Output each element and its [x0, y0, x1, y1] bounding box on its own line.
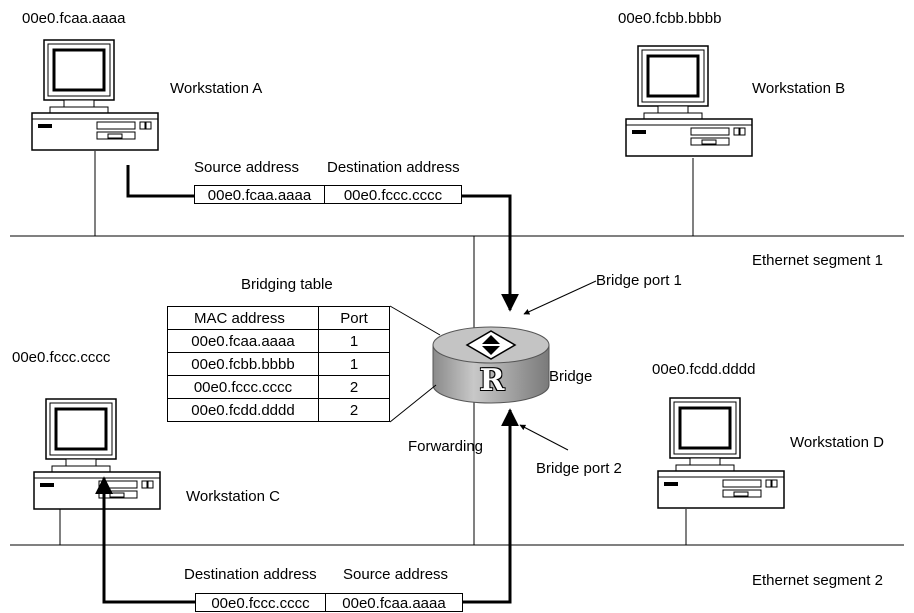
workstation-c-mac: 00e0.fccc.cccc [12, 349, 111, 366]
table-cell-port: 2 [318, 375, 390, 399]
table-row: 00e0.fcbb.bbbb 1 [167, 352, 390, 376]
frame-top-destination-header: Destination address [327, 159, 460, 176]
bridging-table: MAC address Port 00e0.fcaa.aaaa 1 00e0.f… [167, 306, 390, 422]
table-cell-mac: 00e0.fcaa.aaaa [167, 329, 319, 353]
frame-top-destination-value: 00e0.fccc.cccc [324, 185, 462, 204]
workstation-d-mac: 00e0.fcdd.dddd [652, 361, 756, 378]
bridge-label: Bridge [549, 368, 593, 385]
bridge-port-1-label: Bridge port 1 [596, 272, 682, 289]
workstation-c-computer [32, 397, 162, 511]
table-cell-mac: 00e0.fcdd.dddd [167, 398, 319, 422]
table-cell-mac: 00e0.fcbb.bbbb [167, 352, 319, 376]
workstation-d-label: Workstation D [790, 434, 884, 451]
table-row: 00e0.fcdd.dddd 2 [167, 398, 390, 422]
table-cell-port: 2 [318, 398, 390, 422]
ethernet-segment-1-label: Ethernet segment 1 [752, 252, 883, 269]
bridge-logo: R [479, 363, 505, 398]
bridging-table-header-mac: MAC address [167, 306, 319, 330]
table-callout-top [389, 305, 441, 336]
bridge-port-2-pointer [519, 424, 569, 451]
workstation-a-computer [30, 38, 160, 152]
table-row: 00e0.fccc.cccc 2 [167, 375, 390, 399]
frame-bottom-destination-header: Destination address [184, 566, 317, 583]
ethernet-segment-2-label: Ethernet segment 2 [752, 572, 883, 589]
bridge-port-1-pointer [523, 280, 597, 315]
frame-top-source-header: Source address [194, 159, 300, 176]
bridging-table-title: Bridging table [241, 276, 333, 293]
table-cell-mac: 00e0.fccc.cccc [167, 375, 319, 399]
workstation-b-mac: 00e0.fcbb.bbbb [618, 10, 722, 27]
bridging-table-header-row: MAC address Port [167, 306, 390, 330]
frame-bottom-source-value: 00e0.fcaa.aaaa [325, 593, 463, 612]
table-callout-bottom [389, 384, 437, 423]
table-cell-port: 1 [318, 329, 390, 353]
bridge-device [432, 326, 550, 404]
workstation-a-label: Workstation A [170, 80, 263, 97]
workstation-a-mac: 00e0.fcaa.aaaa [22, 10, 126, 27]
frame-bottom-destination-value: 00e0.fccc.cccc [195, 593, 326, 612]
frame-bottom-source-header: Source address [343, 566, 449, 583]
bridging-table-header-port: Port [318, 306, 390, 330]
workstation-b-computer [624, 44, 754, 158]
workstation-c-label: Workstation C [186, 488, 280, 505]
workstation-b-label: Workstation B [752, 80, 846, 97]
table-row: 00e0.fcaa.aaaa 1 [167, 329, 390, 353]
bridge-port-2-label: Bridge port 2 [536, 460, 622, 477]
frame-top-source-value: 00e0.fcaa.aaaa [194, 185, 325, 204]
table-cell-port: 1 [318, 352, 390, 376]
forwarding-label: Forwarding [408, 438, 484, 455]
workstation-d-computer [656, 396, 786, 510]
